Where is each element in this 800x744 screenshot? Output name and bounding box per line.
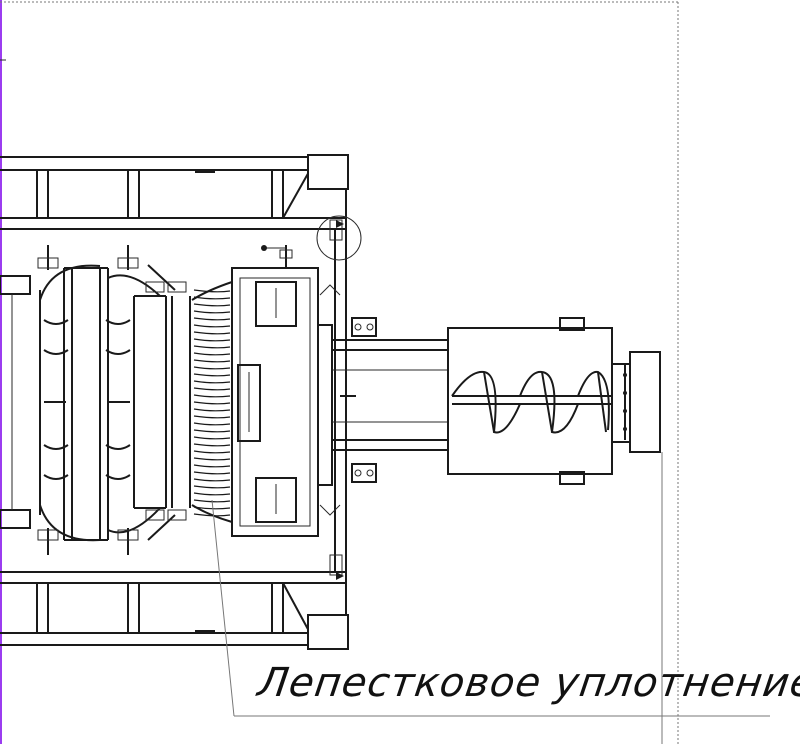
petal-stroke bbox=[193, 373, 231, 377]
frame-structure bbox=[0, 154, 362, 650]
petal-stroke bbox=[193, 345, 231, 349]
petal-stroke bbox=[193, 478, 231, 482]
petal-stroke bbox=[193, 429, 231, 433]
petal-stroke bbox=[193, 317, 231, 321]
petal-stroke bbox=[193, 443, 231, 447]
petal-stroke bbox=[193, 471, 231, 475]
screw-conveyor bbox=[447, 317, 613, 485]
sheet-border bbox=[0, 1, 679, 744]
diagram-caption: Лепестковое уплотнение bbox=[255, 660, 800, 706]
petal-stroke bbox=[193, 380, 231, 384]
petal-stroke bbox=[193, 394, 231, 398]
petal-stroke bbox=[193, 415, 231, 419]
drum-wheel bbox=[0, 245, 191, 555]
petal-stroke bbox=[193, 450, 231, 454]
petal-stroke bbox=[193, 492, 231, 496]
petal-seal bbox=[191, 281, 233, 523]
petal-stroke bbox=[193, 289, 231, 293]
petal-stroke bbox=[193, 296, 231, 300]
petal-stroke bbox=[193, 359, 231, 363]
petal-stroke bbox=[193, 436, 231, 440]
petal-stroke bbox=[193, 387, 231, 391]
petal-stroke bbox=[193, 499, 231, 503]
petal-stroke bbox=[193, 352, 231, 356]
end-flange bbox=[611, 351, 661, 453]
petal-stroke bbox=[193, 401, 231, 405]
petal-stroke bbox=[193, 324, 231, 328]
petal-stroke bbox=[193, 506, 231, 510]
shaft bbox=[332, 317, 448, 483]
petal-stroke bbox=[193, 457, 231, 461]
petal-stroke bbox=[193, 310, 231, 314]
petal-stroke bbox=[193, 338, 231, 342]
housing-block bbox=[231, 245, 341, 537]
leader-lines bbox=[211, 452, 770, 744]
petal-stroke bbox=[193, 303, 231, 307]
petal-stroke bbox=[193, 485, 231, 489]
petal-stroke bbox=[193, 366, 231, 370]
petal-stroke bbox=[193, 408, 231, 412]
petal-stroke bbox=[193, 422, 231, 426]
petal-stroke bbox=[193, 464, 231, 468]
petal-stroke bbox=[193, 331, 231, 335]
